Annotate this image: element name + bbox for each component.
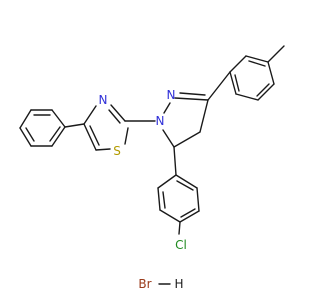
double-bond [234,74,240,92]
bond [162,129,175,148]
bond [124,127,129,145]
sulfur-atom-label: S [113,144,121,158]
chlorine-atom-label: Cl [175,238,187,252]
nitrogen-atom-label: N [156,114,165,128]
bond [257,83,275,101]
bond [51,109,66,128]
bond [159,209,181,223]
double-bond [162,191,166,209]
bond [267,61,275,85]
bond [83,105,97,125]
bond [179,210,200,223]
bond [173,146,177,176]
phenyl-ring [19,109,85,147]
bond [64,123,85,128]
bond [175,174,198,189]
double-bond [49,126,61,142]
methyl-bond [267,45,285,63]
double-bond [25,127,35,142]
tolyl-ring [229,45,285,101]
double-bond [89,125,100,146]
double-bond [179,92,206,96]
nitrogen-atom-label: N [167,88,176,102]
hydrogen-atom-label: H [174,277,183,291]
chemical-structure-diagram: N N N S Cl Br H [19,45,285,291]
bond [157,187,161,211]
pyrazoline-ring [162,71,231,148]
double-bond [256,83,270,97]
bond [207,71,231,101]
double-bond [176,180,194,191]
bond [157,174,177,189]
double-bond [108,109,121,124]
bond [19,127,32,147]
thiazole-ring [83,104,156,151]
double-bond [110,104,126,122]
bond [19,109,32,129]
double-bond [180,208,196,218]
bond [235,93,259,101]
bond [229,55,247,73]
double-bond [248,60,266,67]
bond [229,71,237,95]
bromine-atom-label: Br [138,277,151,291]
chlorine-bond [178,221,181,235]
thiazole-nitrogen-label: N [99,93,108,107]
bond [51,126,66,147]
bond [199,99,209,133]
bond [163,102,171,114]
bond [245,55,269,63]
double-bond [83,123,97,151]
bond [173,131,201,148]
double-bond [174,97,209,101]
bond [196,187,200,212]
chlorophenyl-ring [157,146,200,235]
bond [95,148,111,151]
